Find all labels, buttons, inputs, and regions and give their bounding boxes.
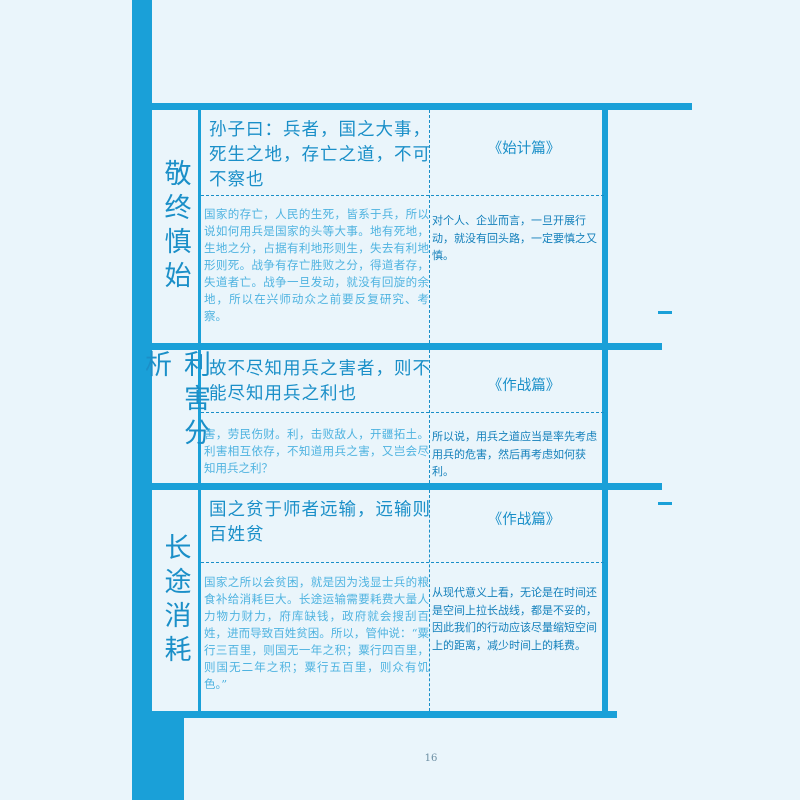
modern-interpretation: 所以说，用兵之道应当是率先考虑用兵的危害，然后再考虑如何获利。 — [432, 430, 597, 478]
source-chapter: 《作战篇》 — [487, 378, 561, 394]
modern-interpretation: 从现代意义上看，无论是在时间还是空间上拉长战线，都是不妥的，因此我们的行动应该尽… — [432, 586, 597, 652]
left-rule — [198, 110, 201, 711]
explanation-text: 害，劳民伤财。利，击败敌人，开疆拓土。利害相互依存，不知道用兵之害，又岂会尽知用… — [204, 427, 429, 475]
header-bar — [152, 103, 692, 110]
footer-bar — [152, 711, 617, 718]
modern-interpretation: 对个人、企业而言，一旦开展行动，就没有回头路，一定要慎之又慎。 — [432, 214, 597, 262]
right-rule — [602, 110, 608, 711]
dashed-divider — [201, 412, 604, 413]
quote-text: 孙子曰：兵者，国之大事，死生之地，存亡之道，不可不察也 — [209, 120, 431, 190]
section-title: 利害分析 — [140, 350, 210, 452]
margin-tick — [658, 502, 672, 505]
section-1: 敬终慎始 孙子曰：兵者，国之大事，死生之地，存亡之道，不可不察也 《始计篇》 国… — [152, 110, 607, 343]
section-title: 长途消耗 — [159, 532, 191, 669]
quote-text: 国之贫于师者远输，远输则百姓贫 — [209, 500, 431, 545]
dashed-divider — [429, 490, 430, 711]
section-title: 敬终慎始 — [159, 158, 191, 295]
explanation-text: 国家的存亡，人民的生死，皆系于兵，所以说如何用兵是国家的头等大事。地有死地，生地… — [204, 207, 429, 323]
source-chapter: 《始计篇》 — [487, 141, 561, 157]
source-chapter: 《作战篇》 — [487, 512, 561, 528]
dashed-divider — [201, 562, 604, 563]
dashed-divider — [429, 110, 430, 343]
section-divider — [152, 343, 662, 350]
page-number: 16 — [424, 753, 438, 764]
explanation-text: 国家之所以会贫困，就是因为浅显士兵的粮食补给消耗巨大。长途运输需要耗费大量人力物… — [204, 575, 429, 691]
section-3: 长途消耗 国之贫于师者远输，远输则百姓贫 《作战篇》 国家之所以会贫困，就是因为… — [152, 490, 607, 711]
bottom-tab — [132, 715, 184, 800]
book-spine-bar — [132, 0, 152, 800]
section-2: 利害分析 故不尽知用兵之害者，则不能尽知用兵之利也 《作战篇》 害，劳民伤财。利… — [140, 350, 607, 483]
dashed-divider — [429, 350, 430, 483]
margin-tick — [658, 311, 672, 314]
quote-text: 故不尽知用兵之害者，则不能尽知用兵之利也 — [209, 359, 431, 404]
dashed-divider — [201, 195, 604, 196]
section-divider — [152, 483, 662, 490]
